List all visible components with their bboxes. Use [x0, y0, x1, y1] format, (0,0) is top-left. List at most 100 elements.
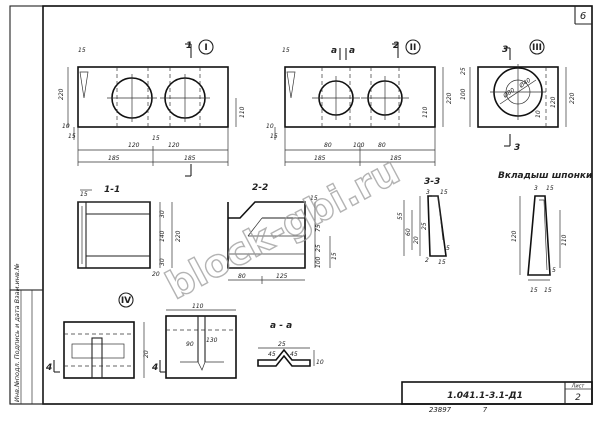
- section-2-2-dim: 100: [315, 256, 322, 268]
- view-3-dim: 220: [569, 92, 576, 104]
- view-3-dim: 100: [460, 88, 467, 100]
- view-2: [274, 39, 444, 166]
- section-2-2-dim: 15: [331, 252, 338, 260]
- view-2-numeral: II: [410, 43, 417, 53]
- view-1-cut-mark: 1: [186, 41, 192, 51]
- section-3-3-dim: 60: [405, 228, 412, 236]
- key-insert-dim: 15: [544, 287, 552, 294]
- section-a-a-title: а - а: [270, 321, 292, 331]
- view-3-dim: 120: [550, 96, 557, 108]
- view-2-dim: 15: [270, 133, 278, 140]
- view-4-numeral: IV: [121, 296, 131, 306]
- section-a-a: [257, 347, 315, 367]
- view-2-dim: 80: [324, 142, 332, 149]
- view-1-dim: 15: [68, 133, 76, 140]
- view-3-dim: 10: [535, 110, 542, 118]
- view-4-dim: 110: [192, 303, 204, 310]
- section-2-2-dim: 75: [315, 224, 322, 232]
- watermark: block-gbi.ru: [159, 148, 407, 308]
- view-1-dim: 15: [78, 47, 86, 54]
- section-2-2-dim: 25: [315, 244, 322, 252]
- key-insert-dim: 110: [561, 234, 568, 246]
- section-1-1-title: 1-1: [104, 185, 120, 195]
- view-4: [53, 292, 145, 379]
- view-2-cut-mark-a: а: [349, 46, 355, 56]
- key-insert-dim: 15: [546, 185, 554, 192]
- section-3-3-dim: 2: [425, 257, 429, 264]
- section-3-3-dim: 25: [421, 222, 428, 230]
- sheet-frame: [9, 5, 593, 405]
- title-page: 2: [575, 393, 581, 403]
- section-3-3-dim: 3: [426, 189, 430, 196]
- section-1-1: [77, 189, 173, 269]
- view-2-dim: 80: [378, 142, 386, 149]
- view-4-dim: 130: [206, 337, 218, 344]
- view-3: [469, 39, 567, 147]
- view-2-dim: 110: [422, 106, 429, 118]
- view-2-dim: 185: [390, 155, 402, 162]
- view-2-dim: 185: [314, 155, 326, 162]
- section-1-1-dim: 30: [159, 210, 166, 218]
- view-1-numeral: I: [204, 43, 207, 53]
- section-a-a-dim: 25: [278, 341, 286, 348]
- key-insert-title: Вкладыш шпонки: [498, 171, 593, 181]
- section-3-3-dim: 55: [397, 212, 404, 220]
- section-3-3-dim: 5: [446, 245, 450, 252]
- view-1-dim: 120: [128, 142, 140, 149]
- section-1-1-dim: 140: [159, 230, 166, 242]
- view-1-dim: 110: [239, 106, 246, 118]
- section-2-2-dim: 125: [276, 273, 288, 280]
- section-1-1-dim: 15: [80, 191, 88, 198]
- section-a-a-dim: 45: [268, 351, 276, 358]
- view-1-dim: 220: [58, 88, 65, 100]
- inventory-number: 23897: [429, 406, 452, 414]
- section-1-1-dim: 20: [152, 271, 160, 278]
- title-code: 1.041.1-3.1-Д1: [447, 391, 523, 401]
- section-2-2: [227, 201, 331, 284]
- section-a-a-dim: 10: [316, 359, 324, 366]
- section-1-1-dim: 30: [159, 258, 166, 266]
- view-2-dim: 15: [282, 47, 290, 54]
- view-1-dim: 15: [152, 135, 160, 142]
- view-4-cut-mark: 4: [45, 363, 52, 373]
- view-1-dim: 185: [184, 155, 196, 162]
- section-2-2-dim: 80: [238, 273, 246, 280]
- key-insert-dim: 120: [511, 230, 518, 242]
- section-3-3-dim: 15: [440, 189, 448, 196]
- side-stamp-text: Инв.№подл. Подпись и дата Взам.инв.№: [13, 263, 21, 402]
- view-4-side: [159, 309, 237, 379]
- view-1-dim: 185: [108, 155, 120, 162]
- key-insert-dim: 3: [534, 185, 538, 192]
- section-a-a-dim: 45: [290, 351, 298, 358]
- view-2-cut-mark: 2: [393, 41, 399, 51]
- view-1: [67, 39, 237, 177]
- view-2-dim: 100: [353, 142, 365, 149]
- view-3-cut-mark: 3: [502, 45, 508, 55]
- section-2-2-title: 2-2: [252, 183, 268, 193]
- view-3-numeral: III: [532, 43, 542, 53]
- view-3-dim: 25: [460, 67, 467, 75]
- key-insert: [519, 195, 561, 281]
- sheet-number: 6: [580, 11, 586, 22]
- key-insert-dim: 5: [552, 267, 556, 274]
- title-block: [401, 381, 593, 405]
- view-2-cut-mark-a: а: [331, 46, 337, 56]
- section-3-3: [403, 195, 447, 257]
- view-4-cut-mark: 4: [151, 363, 158, 373]
- view-4-dim: 90: [186, 341, 194, 348]
- title-page-label: Лист: [571, 384, 586, 390]
- view-2-dim: 10: [266, 123, 274, 130]
- section-3-3-dim: 20: [413, 236, 420, 244]
- key-insert-dim: 15: [530, 287, 538, 294]
- side-stamp: Инв.№подл. Подпись и дата Взам.инв.№: [9, 263, 44, 405]
- inventory-suffix: 7: [483, 406, 488, 414]
- view-2-dim: 220: [446, 92, 453, 104]
- section-3-3-title: 3-3: [424, 177, 440, 187]
- section-2-2-dim: 15: [310, 195, 318, 202]
- section-1-1-dim: 220: [175, 230, 182, 242]
- view-4-dim: 20: [143, 350, 150, 358]
- view-1-dim: 120: [168, 142, 180, 149]
- view-3-cut-mark: 3: [514, 143, 520, 153]
- section-3-3-dim: 15: [438, 259, 446, 266]
